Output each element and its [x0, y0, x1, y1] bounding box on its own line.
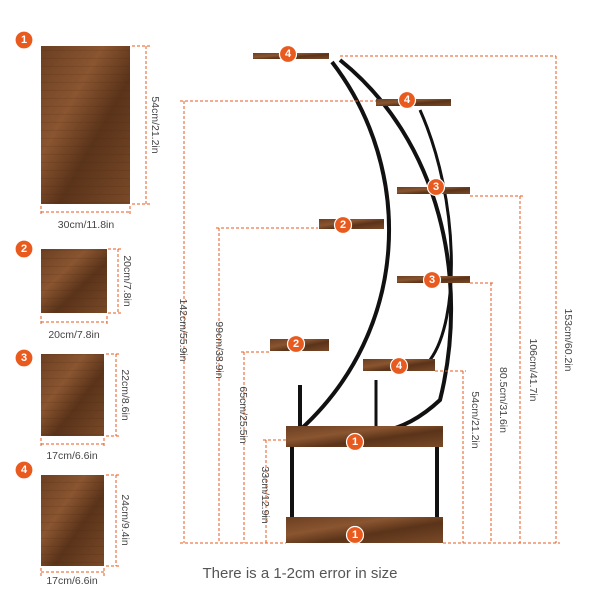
- height-99-label: 99cm/38.9in: [213, 321, 225, 378]
- shelf-badge-upper-right: 4: [397, 90, 417, 110]
- shelf-base-bottom: [286, 517, 443, 543]
- svg-text:4: 4: [396, 360, 403, 372]
- height-total-label: 153cm/60.2in: [562, 308, 574, 371]
- shelf-badge-top-left: 4: [278, 44, 298, 64]
- svg-text:1: 1: [352, 436, 358, 448]
- panel-group-2: 20cm/7.8in 20cm/7.8in 2: [14, 239, 133, 341]
- svg-text:4: 4: [21, 464, 28, 476]
- svg-text:3: 3: [433, 181, 439, 193]
- panel-1-width-label: 30cm/11.8in: [58, 219, 115, 231]
- shelf-badge-mid-right-upper: 3: [426, 177, 446, 197]
- panel-badge-4: 4: [14, 460, 34, 480]
- panel-badge-1: 1: [14, 30, 34, 50]
- panel-3-width-label: 17cm/6.6in: [46, 450, 98, 462]
- svg-text:2: 2: [21, 243, 27, 255]
- panel-3-height-label: 22cm/8.6in: [119, 369, 131, 421]
- size-error-caption: There is a 1-2cm error in size: [202, 565, 398, 582]
- shelf-base-top: [286, 426, 443, 447]
- panel-group-3: 22cm/8.6in 17cm/6.6in 3: [14, 348, 131, 462]
- shelf-badge-lower-right: 4: [389, 356, 409, 376]
- height-65-label: 65cm/25.5in: [237, 386, 249, 443]
- panel-4-width-label: 17cm/6.6in: [46, 575, 98, 587]
- svg-text:1: 1: [21, 34, 27, 46]
- panel-group-4: 24cm/9.4in 17cm/6.6in 4: [14, 460, 131, 587]
- height-106-label: 106cm/41.7in: [527, 338, 539, 401]
- inner-arc: [298, 60, 392, 432]
- panel-1-height-label: 54cm/21.2in: [149, 96, 161, 153]
- svg-text:2: 2: [293, 338, 299, 350]
- panel-badge-2: 2: [14, 239, 34, 259]
- height-33-label: 33cm/12.9in: [259, 466, 271, 523]
- svg-text:1: 1: [352, 529, 358, 541]
- height-left-upper-label: 142cm/55.9in: [177, 298, 189, 361]
- height-dimensions: 153cm/60.2in 142cm/55.9in 106cm/41.7in 9…: [177, 55, 574, 544]
- shelf-badge-base-top: 1: [345, 432, 365, 452]
- panel-badge-3: 3: [14, 348, 34, 368]
- svg-text:3: 3: [429, 274, 435, 286]
- svg-text:3: 3: [21, 352, 27, 364]
- shelf-badge-lower-left: 2: [286, 334, 306, 354]
- shelf-unit: 4 4 3 2 3 2 4 1 1: [253, 44, 470, 545]
- panel-2-height-label: 20cm/7.8in: [121, 255, 133, 307]
- back-arc: [418, 109, 453, 361]
- shelf-badge-mid-right-lower: 3: [422, 270, 442, 290]
- height-54-label: 54cm/21.2in: [469, 391, 481, 448]
- svg-text:4: 4: [404, 94, 411, 106]
- panel-2-width-label: 20cm/7.8in: [48, 329, 100, 341]
- panel-4-height-label: 24cm/9.4in: [119, 494, 131, 546]
- height-80-label: 80.5cm/31.6in: [497, 367, 509, 433]
- outer-arc: [338, 58, 454, 434]
- shelf-badge-base-bottom: 1: [345, 525, 365, 545]
- panel-group-1: 54cm/21.2in 30cm/11.8in 1: [14, 30, 161, 231]
- svg-text:4: 4: [285, 48, 292, 60]
- shelf-badge-mid-left: 2: [333, 215, 353, 235]
- svg-text:2: 2: [340, 219, 346, 231]
